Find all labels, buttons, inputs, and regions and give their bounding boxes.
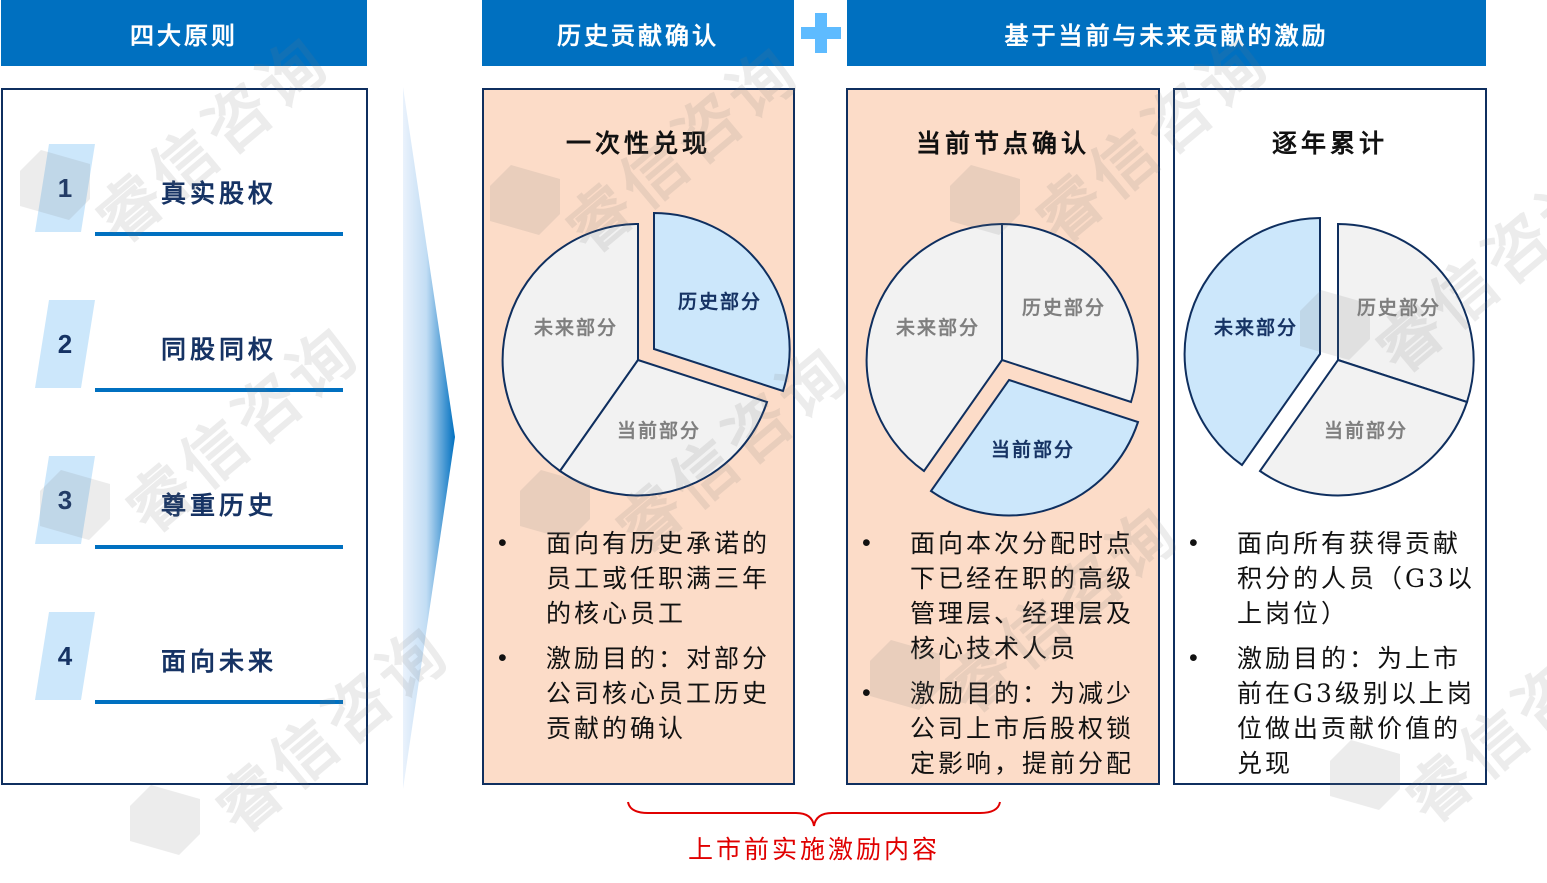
principle-number-1: 1 bbox=[35, 144, 95, 232]
slice-label-history: 历史部分 bbox=[1357, 296, 1441, 319]
pie-slice-future bbox=[501, 222, 639, 473]
bullet-item: 激励目的：对部分公司核心员工历史贡献的确认 bbox=[484, 641, 793, 746]
principle-divider-1 bbox=[95, 232, 343, 236]
pie-slice-history-highlight bbox=[653, 211, 791, 393]
panel-title: 逐年累计 bbox=[1271, 129, 1388, 158]
watermark-logo-icon bbox=[130, 785, 200, 855]
future-header-label: 基于当前与未来贡献的激励 bbox=[1004, 20, 1329, 50]
pie-chart: 未来部分 历史部分 当前部分 bbox=[865, 222, 1140, 517]
future-header: 基于当前与未来贡献的激励 bbox=[847, 0, 1486, 66]
panel-title: 一次性兑现 bbox=[565, 129, 711, 158]
bullet-list: 面向有历史承诺的员工或任职满三年的核心员工 激励目的：对部分公司核心员工历史贡献… bbox=[484, 526, 793, 756]
pie-slice-current-highlight bbox=[929, 378, 1140, 517]
panel-annual-accumulation: 逐年累计 未来部分 历史部分 当前部分 面向所有获得贡献积分的人员（G3以上岗位… bbox=[1173, 88, 1487, 785]
history-header: 历史贡献确认 bbox=[482, 0, 794, 66]
plus-icon bbox=[800, 12, 842, 54]
bullet-item: 面向有历史承诺的员工或任职满三年的核心员工 bbox=[484, 526, 793, 631]
slice-label-history: 历史部分 bbox=[1022, 296, 1106, 319]
bullet-list: 面向所有获得贡献积分的人员（G3以上岗位） 激励目的：为上市前在G3级别以上岗位… bbox=[1175, 526, 1485, 791]
bullet-item: 激励目的：为减少公司上市后股权锁定影响，提前分配 bbox=[848, 676, 1158, 781]
pie-slice-future-highlight bbox=[1183, 216, 1321, 467]
panel-title: 当前节点确认 bbox=[915, 129, 1090, 158]
panel-one-time-vesting: 一次性兑现 未来部分 历史部分 当前部分 面向有历史承诺的员工或任职满三年的核心… bbox=[482, 88, 795, 785]
pie-slice-history bbox=[1337, 222, 1475, 404]
slice-label-current: 当前部分 bbox=[1324, 419, 1408, 442]
principle-divider-3 bbox=[95, 545, 343, 549]
bullet-item: 面向本次分配时点下已经在职的高级管理层、经理层及核心技术人员 bbox=[848, 526, 1158, 666]
pie-slice-current bbox=[558, 358, 769, 497]
principle-number-3: 3 bbox=[35, 456, 95, 544]
slice-label-future: 未来部分 bbox=[895, 316, 980, 339]
principle-number-2: 2 bbox=[35, 300, 95, 388]
principles-header: 四大原则 bbox=[1, 0, 367, 66]
chevron-right-arrow-icon bbox=[403, 87, 457, 789]
pie-slice-future bbox=[865, 222, 1003, 473]
principle-divider-4 bbox=[95, 700, 343, 704]
pie-chart: 未来部分 历史部分 当前部分 bbox=[501, 211, 791, 497]
principles-header-label: 四大原则 bbox=[130, 20, 238, 50]
slice-label-history: 历史部分 bbox=[678, 290, 762, 313]
principle-divider-2 bbox=[95, 388, 343, 392]
bracket-caption: 上市前实施激励内容 bbox=[687, 835, 940, 864]
bullet-list: 面向本次分配时点下已经在职的高级管理层、经理层及核心技术人员 激励目的：为减少公… bbox=[848, 526, 1158, 791]
principle-label-2: 同股同权 bbox=[160, 335, 277, 364]
bullet-item: 面向所有获得贡献积分的人员（G3以上岗位） bbox=[1175, 526, 1485, 631]
pie-slice-current bbox=[1258, 358, 1469, 497]
slice-label-future: 未来部分 bbox=[1213, 316, 1298, 339]
principle-label-3: 尊重历史 bbox=[160, 491, 277, 520]
slice-label-future: 未来部分 bbox=[533, 316, 618, 339]
curly-brace-icon bbox=[626, 798, 1002, 834]
pie-slice-history bbox=[1001, 222, 1139, 404]
pie-chart: 未来部分 历史部分 当前部分 bbox=[1183, 216, 1475, 497]
bullet-item: 激励目的：为上市前在G3级别以上岗位做出贡献价值的兑现 bbox=[1175, 641, 1485, 781]
principle-label-4: 面向未来 bbox=[160, 647, 277, 676]
principle-number-4: 4 bbox=[35, 612, 95, 700]
principle-label-1: 真实股权 bbox=[160, 179, 277, 208]
principles-panel: 1 真实股权 2 同股同权 3 尊重历史 4 面向未来 bbox=[1, 88, 368, 785]
panel-current-node: 当前节点确认 未来部分 历史部分 当前部分 面向本次分配时点下已经在职的高级管理… bbox=[846, 88, 1160, 785]
slice-label-current: 当前部分 bbox=[991, 438, 1075, 461]
slice-label-current: 当前部分 bbox=[617, 419, 701, 442]
history-header-label: 历史贡献确认 bbox=[557, 20, 719, 50]
